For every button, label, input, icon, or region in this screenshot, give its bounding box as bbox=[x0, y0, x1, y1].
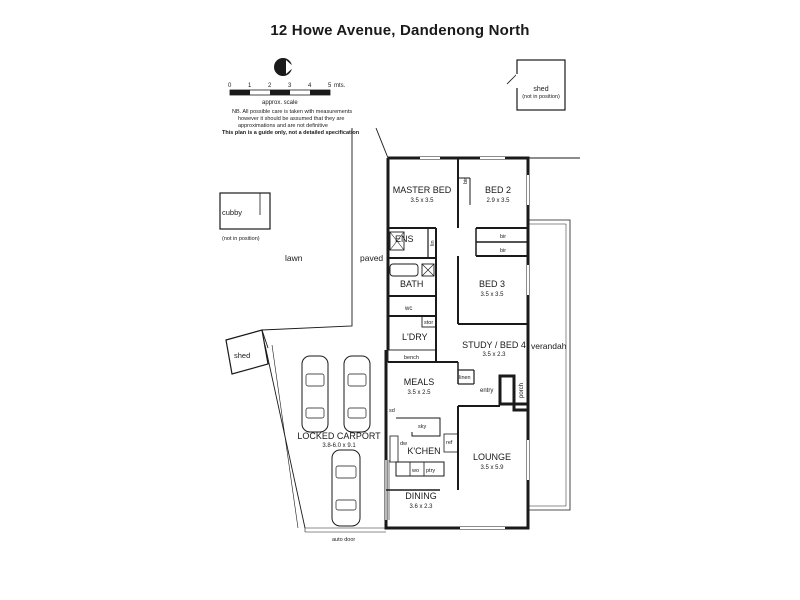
room-ensuite: ENS bbox=[395, 234, 414, 244]
room-carport-size: 3.8-6.0 x 9.1 bbox=[322, 443, 356, 449]
room-entry: entry bbox=[480, 388, 493, 394]
paved-label: paved bbox=[360, 253, 383, 263]
fixture-sd: sd bbox=[389, 408, 395, 414]
scale-tick-0: 0 bbox=[228, 83, 232, 89]
fixture-bir-2: bir bbox=[500, 248, 506, 254]
scale-tick-4: 4 bbox=[308, 83, 312, 89]
room-kitchen: K'CHEN bbox=[407, 446, 440, 456]
scale-caption: approx. scale bbox=[262, 100, 298, 106]
shed-left-label: shed bbox=[234, 351, 250, 360]
room-master-bed-size: 3.5 x 3.5 bbox=[410, 198, 434, 204]
room-bed-2: BED 2 bbox=[485, 185, 511, 195]
fixture-bir-master: bir bbox=[463, 178, 469, 184]
room-study-size: 3.5 x 2.3 bbox=[482, 352, 506, 358]
room-master-bed: MASTER BED bbox=[393, 185, 452, 195]
car-icon bbox=[301, 355, 329, 433]
fixture-wo: wo bbox=[411, 468, 419, 474]
scale-tick-5: 5 bbox=[328, 83, 332, 89]
room-dining: DINING bbox=[405, 491, 437, 501]
fixture-sky: sky bbox=[418, 424, 427, 430]
room-dining-size: 3.6 x 2.3 bbox=[409, 504, 433, 510]
north-arrow-icon: N bbox=[274, 58, 294, 76]
fixture-stor: stor bbox=[424, 320, 433, 326]
note-guide: This plan is a guide only, not a detaile… bbox=[222, 130, 360, 136]
lawn-label: lawn bbox=[285, 253, 303, 263]
shed-top: shed (not in position) bbox=[506, 59, 566, 111]
cubby-note: (not in position) bbox=[222, 236, 260, 242]
room-laundry: L'DRY bbox=[402, 332, 428, 342]
plan-title: 12 Howe Avenue, Dandenong North bbox=[270, 22, 530, 39]
scale-tick-3: 3 bbox=[288, 83, 292, 89]
room-wc: wc bbox=[404, 306, 412, 312]
verandah-outline bbox=[528, 219, 571, 511]
room-porch: porch bbox=[519, 383, 525, 398]
plan-notes: NB. All possible care is taken with meas… bbox=[222, 109, 360, 136]
interior-walls bbox=[386, 158, 528, 491]
note-line-3: approximations and are not definitive bbox=[238, 123, 328, 129]
auto-door-label: auto door bbox=[332, 537, 355, 543]
note-line-1: NB. All possible care is taken with meas… bbox=[232, 109, 352, 115]
room-meals-size: 3.5 x 2.5 bbox=[407, 390, 431, 396]
shed-top-label: shed bbox=[533, 86, 548, 93]
fixture-ptry: ptry bbox=[426, 468, 435, 474]
room-lounge-size: 3.5 x 5.9 bbox=[480, 465, 504, 471]
scale-tick-2: 2 bbox=[268, 83, 272, 89]
fixture-bir-1: bir bbox=[500, 234, 506, 240]
shed-top-note: (not in position) bbox=[522, 94, 560, 100]
fixture-dw: dw bbox=[400, 441, 407, 447]
scale-bar: 0 1 2 3 4 5 mts. approx. scale bbox=[228, 83, 346, 106]
north-label: N bbox=[278, 65, 283, 72]
room-bed-3: BED 3 bbox=[479, 279, 505, 289]
fixture-ref: ref bbox=[446, 440, 453, 446]
car-icon bbox=[331, 449, 361, 527]
cubby: cubby (not in position) bbox=[219, 192, 271, 242]
car-icon bbox=[343, 355, 371, 433]
fixture-linen: linen bbox=[459, 375, 471, 381]
scale-tick-1: 1 bbox=[248, 83, 252, 89]
room-lounge: LOUNGE bbox=[473, 452, 511, 462]
cubby-label: cubby bbox=[222, 208, 242, 217]
room-bed-3-size: 3.5 x 3.5 bbox=[480, 292, 504, 298]
shed-left: shed bbox=[225, 329, 269, 375]
room-carport: LOCKED CARPORT bbox=[297, 431, 381, 441]
room-bed-2-size: 2.9 x 3.5 bbox=[486, 198, 510, 204]
fixture-bench: bench bbox=[404, 355, 419, 361]
room-bath: BATH bbox=[400, 279, 423, 289]
scale-unit: mts. bbox=[334, 83, 346, 89]
note-line-2: however it should be assumed that they a… bbox=[238, 116, 344, 122]
room-verandah: verandah bbox=[531, 341, 567, 351]
room-study: STUDY / BED 4 bbox=[462, 340, 526, 350]
room-meals: MEALS bbox=[404, 377, 435, 387]
fixture-lin: lin bbox=[430, 240, 436, 246]
